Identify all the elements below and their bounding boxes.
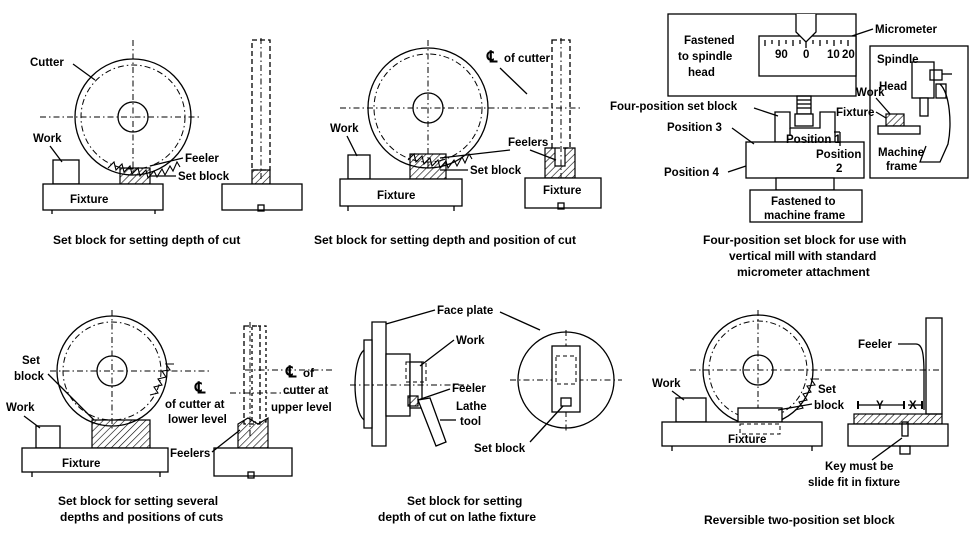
caption-p5-line1: Set block for setting xyxy=(407,494,522,508)
fixture2-label: Fixture xyxy=(543,185,581,197)
fixture-label: Fixture xyxy=(728,434,766,446)
face-plate xyxy=(371,321,387,447)
panel-several-depths: Fixture Set block Work Feelers ℄ of cutt… xyxy=(6,310,335,524)
cl-upper-2: cutter at xyxy=(283,385,329,397)
fastened-frame-2: machine frame xyxy=(764,210,845,222)
head-label: Head xyxy=(879,81,907,93)
side-view xyxy=(847,317,949,455)
work-label: Work xyxy=(456,335,485,347)
face-view xyxy=(510,330,622,432)
fixture-base xyxy=(42,183,164,211)
cl-upper-symbol: ℄ xyxy=(285,364,297,381)
lathe-label-1: Lathe xyxy=(456,401,487,413)
four-position-label: Four-position set block xyxy=(610,101,738,113)
feeler-label: Feeler xyxy=(185,153,219,165)
set-label-1: Set xyxy=(22,355,40,367)
feelers-label: Feelers xyxy=(170,448,210,460)
fastened-spindle-2: to spindle xyxy=(678,51,732,63)
panel-depth-of-cut: Fixture Cutter Work Feeler Set block Set… xyxy=(30,38,303,247)
micrometer-label: Micrometer xyxy=(875,24,938,36)
caption-p4-line1: Set block for setting several xyxy=(58,494,218,508)
feelers-label: Feelers xyxy=(508,137,548,149)
work-label: Work xyxy=(856,87,885,99)
cutter-drawing xyxy=(40,40,200,180)
cl-lower-2: lower level xyxy=(168,414,227,426)
cl-of-cutter-label: of cutter xyxy=(504,53,551,65)
scale-90: 90 xyxy=(775,49,788,61)
cl-upper-3: upper level xyxy=(271,402,332,414)
fastened-frame-1: Fastened to xyxy=(771,196,836,208)
work-label: Work xyxy=(652,378,681,390)
scale-20: 20 xyxy=(842,49,855,61)
fixture-label: Fixture xyxy=(377,190,415,202)
fixture-label: Fixture xyxy=(836,107,874,119)
position-4-label: Position 4 xyxy=(664,167,720,179)
set-block xyxy=(119,167,151,185)
panel-reversible: Fixture Y X Work Set block Feeler Key mu… xyxy=(652,310,949,527)
spindle-label: Spindle xyxy=(877,54,919,66)
set-label-2: block xyxy=(14,371,45,383)
work-label: Work xyxy=(330,123,359,135)
machine-inset: Spindle Head Work Fixture Machine frame xyxy=(836,45,969,179)
feeler-label: Feeler xyxy=(452,383,486,395)
panel-depth-and-position: Fixture Fixture ℄ of cutter Work Feelers… xyxy=(314,38,602,247)
caption-p3-line1: Four-position set block for use with xyxy=(703,233,906,247)
set-label-1: Set xyxy=(818,384,836,396)
micrometer-spindle xyxy=(794,95,814,127)
machine-label-2: frame xyxy=(886,161,917,173)
face-plate-label: Face plate xyxy=(437,305,493,317)
cutter-drawing xyxy=(50,310,210,430)
key-label-1: Key must be xyxy=(825,461,893,473)
caption-p6: Reversible two-position set block xyxy=(704,513,895,527)
dim-y: Y xyxy=(876,400,884,412)
fixture-label: Fixture xyxy=(70,194,108,206)
set-block-label: Set block xyxy=(470,165,522,177)
position-1-label: Position 1 xyxy=(786,134,842,146)
set-block-label: Set block xyxy=(474,443,526,455)
side-view xyxy=(221,38,303,212)
micrometer-scale xyxy=(758,35,857,77)
cl-lower-1: of cutter at xyxy=(165,399,225,411)
position-2b-label: 2 xyxy=(836,163,842,175)
lathe-label-2: tool xyxy=(460,416,481,428)
caption-p2: Set block for setting depth and position… xyxy=(314,233,576,247)
side-view xyxy=(213,322,293,479)
set-block-label: Set block xyxy=(178,171,230,183)
panel-lathe-fixture: Face plate Work Feeler Lathe tool Set bl… xyxy=(350,305,622,524)
fastened-spindle-3: head xyxy=(688,67,715,79)
position-3-label: Position 3 xyxy=(667,122,722,134)
scale-10: 10 xyxy=(827,49,840,61)
position-2a-label: Position xyxy=(816,149,861,161)
key-label-2: slide fit in fixture xyxy=(808,477,900,489)
cl-lower-symbol: ℄ xyxy=(194,380,206,397)
caption-p3-line2: vertical mill with standard xyxy=(729,249,876,263)
cutter-label: Cutter xyxy=(30,57,64,69)
cl-upper-1: of xyxy=(303,368,314,380)
work-label: Work xyxy=(33,133,62,145)
caption-p1: Set block for setting depth of cut xyxy=(53,233,240,247)
work-label: Work xyxy=(6,402,35,414)
fastened-spindle-1: Fastened xyxy=(684,35,735,47)
cutter-drawing xyxy=(690,310,940,430)
dim-x: X xyxy=(909,400,917,412)
side-view: Fixture xyxy=(524,38,602,210)
feeler-label: Feeler xyxy=(858,339,892,351)
caption-p3-line3: micrometer attachment xyxy=(737,265,870,279)
set-label-2: block xyxy=(814,400,845,412)
scale-ticks xyxy=(764,40,849,48)
fixture-label: Fixture xyxy=(62,458,100,470)
scale-0: 0 xyxy=(803,49,809,61)
caption-p4-line2: depths and positions of cuts xyxy=(60,510,224,524)
work-block xyxy=(52,159,80,185)
machine-label-1: Machine xyxy=(878,147,924,159)
caption-p5-line2: depth of cut on lathe fixture xyxy=(378,510,536,524)
panel-four-position: 90 0 10 20 Fastened to spindle head Micr… xyxy=(610,13,969,279)
cl-symbol: ℄ xyxy=(486,49,498,66)
